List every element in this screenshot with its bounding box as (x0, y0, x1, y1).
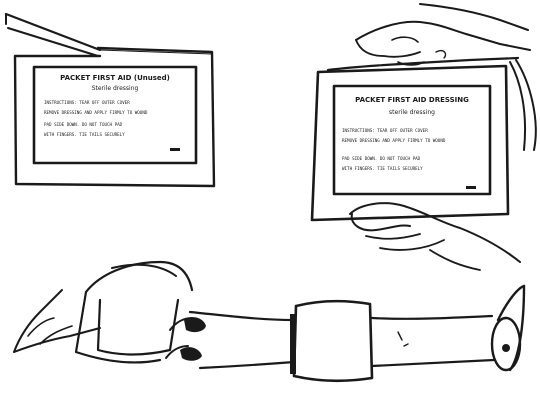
packet-open-label-mark (466, 186, 476, 189)
bandage-roll-core (502, 344, 510, 352)
left-hand-outline (14, 290, 62, 352)
lower-finger-line (380, 240, 444, 250)
tear-strip-tail (510, 62, 525, 150)
packet-open-label-subtitle: sterile dressing (389, 109, 435, 116)
packet-open-label-line: INSTRUCTIONS: TEAR OFF OUTER COVER (342, 128, 428, 133)
packet-label-line: INSTRUCTIONS: TEAR OFF OUTER COVER (44, 100, 130, 105)
packet-envelope-open (312, 66, 508, 220)
bandage-unrolled (14, 262, 524, 381)
packet-open-label-line: REMOVE DRESSING AND APPLY FIRMLY TO WOUN… (342, 138, 446, 143)
thumb-nail (180, 347, 202, 361)
pad-top-fold (86, 262, 192, 292)
packet-label-line: REMOVE DRESSING AND APPLY FIRMLY TO WOUN… (44, 110, 148, 115)
packet-label-subtitle: Sterile dressing (92, 85, 139, 92)
packet-closed: PACKET FIRST AID (Unused) Sterile dressi… (6, 14, 214, 186)
packet-label-mark (170, 148, 180, 151)
upper-thumb-outline (356, 40, 420, 57)
packet-label-line: PAD SIDE DOWN. DO NOT TOUCH PAD (44, 122, 123, 127)
upper-hand-outline (356, 22, 530, 50)
pad-shadow (290, 314, 296, 374)
bandage-tail-bottom (200, 362, 294, 368)
pad-left-edge (76, 292, 160, 362)
packet-open-label-line: WITH FINGERS. TIE TAILS SECURELY (342, 166, 423, 171)
upper-knuckle-line (436, 51, 446, 58)
bandage-roll-top (498, 286, 524, 320)
upper-finger-line (392, 37, 418, 42)
upper-arm-outline (420, 4, 528, 30)
lower-wrist-line (430, 250, 480, 270)
packet-label-line: WITH FINGERS. TIE TAILS SECURELY (44, 132, 125, 137)
packet-label-title: PACKET FIRST AID (Unused) (60, 74, 170, 82)
bandage-crease (398, 332, 408, 346)
pad-front-face (98, 300, 178, 355)
pad-inner-fold (112, 265, 176, 276)
packet-open-label-line: PAD SIDE DOWN. DO NOT TOUCH PAD (342, 156, 421, 161)
packet-open-label-title: PACKET FIRST AID DRESSING (355, 96, 469, 104)
lower-finger-line (366, 234, 420, 239)
packet-envelope (15, 48, 214, 186)
bandage-band-bottom (372, 360, 494, 366)
bandage-tail-top (190, 312, 294, 320)
packet-opening: PACKET FIRST AID DRESSING sterile dressi… (312, 4, 536, 270)
bandage-band-top (372, 316, 492, 319)
bandage-center-pad (294, 301, 372, 381)
